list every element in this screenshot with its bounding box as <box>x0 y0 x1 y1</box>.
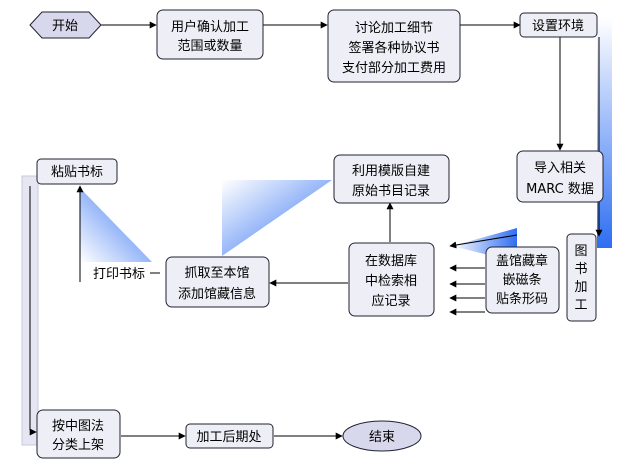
confirm-line-2: 范围或数量 <box>177 39 242 54</box>
import-line-1: 导入相关 <box>534 161 586 176</box>
paste-label-node: 粘贴书标 <box>36 158 118 185</box>
shelve-node: 按中图法 分类上架 <box>36 409 121 459</box>
confirm-scope-node: 用户确认加工 范围或数量 <box>156 9 264 60</box>
fetch-line-2: 添加馆藏信息 <box>178 286 256 302</box>
stamp-line-3: 贴条形码 <box>496 291 548 307</box>
template-line-1: 利用模版自建 <box>352 164 430 179</box>
post-process-label: 加工后期处 <box>196 430 261 445</box>
search-line-3: 应记录 <box>371 293 410 309</box>
shelve-line-2: 分类上架 <box>52 438 104 453</box>
print-label-node: 打印书标 <box>88 263 150 284</box>
book-processing-char-1: 图 <box>574 244 587 259</box>
stamp-line-1: 盖馆藏章 <box>496 253 548 269</box>
book-processing-node: 图 书 加 工 <box>566 233 597 322</box>
start-label: 开始 <box>52 19 78 34</box>
post-process-node: 加工后期处 <box>185 423 274 449</box>
start-node: 开始 <box>29 11 102 39</box>
template-node: 利用模版自建 原始书目记录 <box>333 154 450 204</box>
fetch-line-1: 抓取至本馆 <box>184 266 249 281</box>
import-marc-node: 导入相关 MARC 数据 <box>516 150 604 203</box>
book-processing-char-3: 加 <box>574 280 587 295</box>
shelve-line-1: 按中图法 <box>52 419 104 434</box>
stamp-node: 盖馆藏章 嵌磁条 贴条形码 <box>485 246 560 314</box>
setup-env-node: 设置环境 <box>519 12 598 38</box>
discuss-line-2: 签署各种协议书 <box>348 40 439 56</box>
stamp-line-2: 嵌磁条 <box>502 272 541 288</box>
search-line-1: 在数据库 <box>365 253 417 269</box>
gradient-triangle-top <box>222 180 332 256</box>
template-line-2: 原始书目记录 <box>352 184 430 199</box>
end-label: 结束 <box>369 430 395 445</box>
gradient-triangle-left <box>80 188 152 262</box>
book-processing-char-4: 工 <box>574 298 587 313</box>
confirm-line-1: 用户确认加工 <box>171 19 249 35</box>
search-line-2: 中检索相 <box>365 274 417 289</box>
discuss-node: 讨论加工细节 签署各种协议书 支付部分加工费用 <box>327 9 461 83</box>
end-node: 结束 <box>342 420 422 452</box>
print-label-text: 打印书标 <box>93 267 145 282</box>
book-processing-char-2: 书 <box>574 262 587 277</box>
import-line-2: MARC 数据 <box>526 182 594 197</box>
paste-label-text: 粘贴书标 <box>51 165 103 180</box>
setup-env-label: 设置环境 <box>532 19 584 34</box>
discuss-line-1: 讨论加工细节 <box>355 21 433 36</box>
discuss-line-3: 支付部分加工费用 <box>342 61 446 76</box>
arrow-import-search <box>449 234 518 249</box>
fetch-node: 抓取至本馆 添加馆藏信息 <box>165 256 270 308</box>
search-db-node: 在数据库 中检索相 应记录 <box>348 242 435 317</box>
